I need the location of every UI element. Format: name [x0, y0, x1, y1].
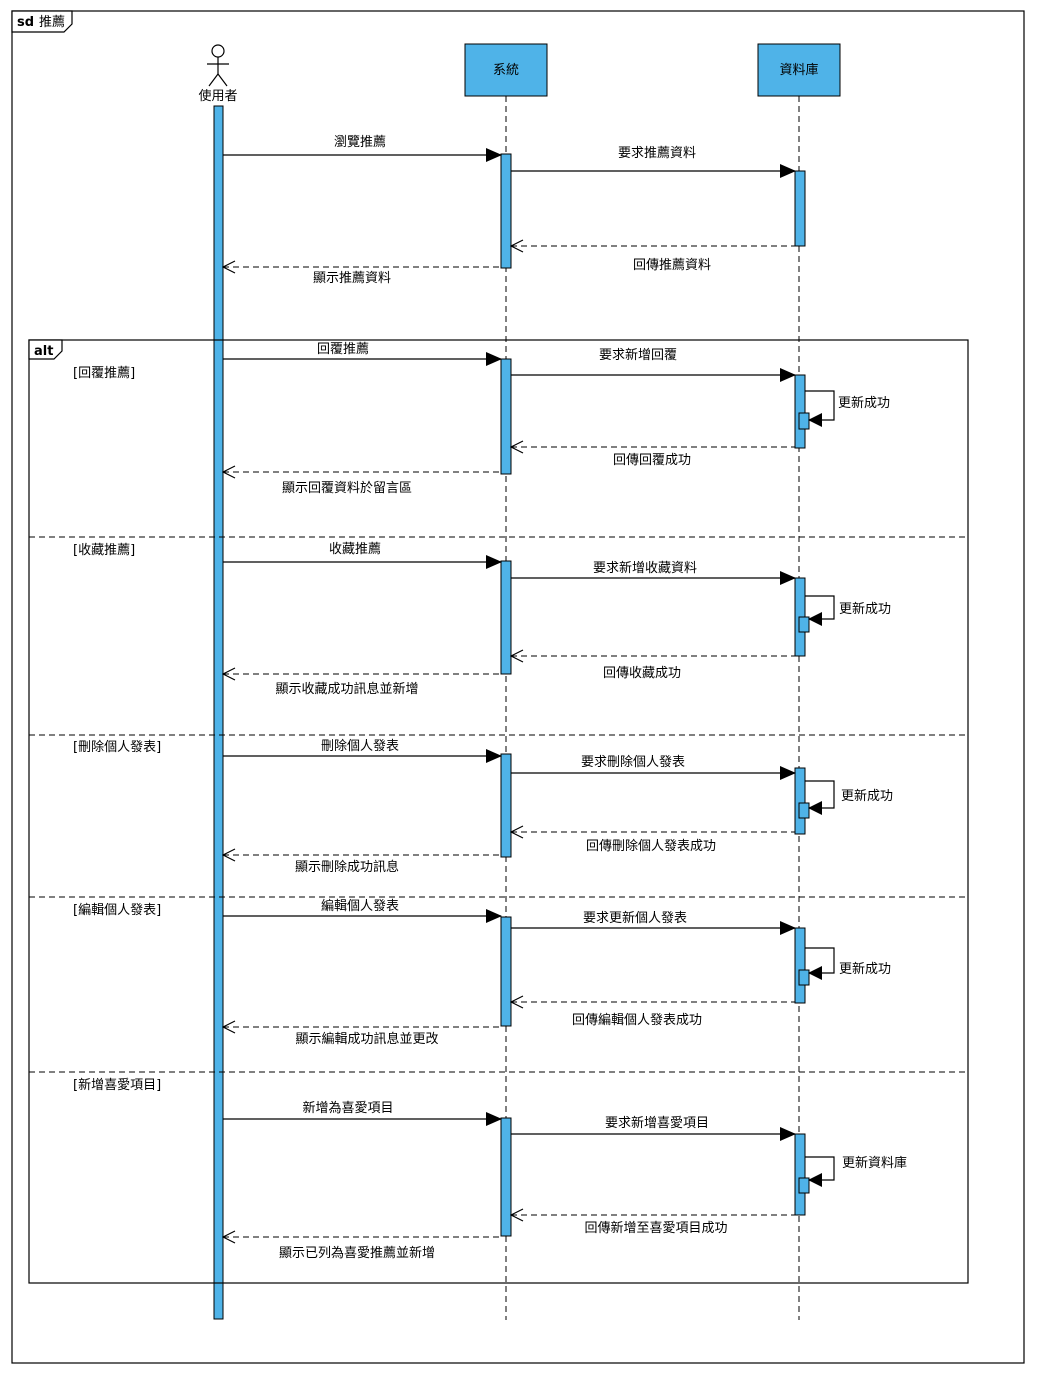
message-label: 收藏推薦: [329, 542, 381, 557]
guard-label: [刪除個人發表]: [73, 740, 161, 755]
message-label: 要求刪除個人發表: [581, 755, 685, 770]
self-message-label: 更新成功: [839, 961, 891, 977]
message-label: 要求新增回覆: [599, 347, 677, 363]
database-activation: [794, 767, 806, 835]
guard-label: [新增喜愛項目]: [73, 1077, 161, 1093]
system-activation: [500, 1117, 512, 1237]
return-label: 回傳編輯個人發表成功: [572, 1012, 702, 1028]
database-self-activation: [798, 802, 810, 819]
actor-icon: [207, 44, 229, 87]
sd-frame-tag: sd: [17, 15, 34, 30]
participant-database-box: [757, 43, 841, 97]
database-activation: [794, 927, 806, 1004]
actor-label: 使用者: [198, 88, 237, 104]
return-label: 顯示刪除成功訊息: [295, 859, 399, 875]
alt-section-delete: [刪除個人發表] 刪除個人發表 要求刪除個人發表 更新成功 回傳刪除個人發表成功…: [73, 739, 893, 875]
database-self-activation: [798, 412, 810, 430]
self-message-arrow: [805, 780, 835, 815]
alt-section-edit: [編輯個人發表] 編輯個人發表 要求更新個人發表 更新成功 回傳編輯個人發表成功…: [73, 898, 891, 1047]
message-label: 瀏覽推薦: [334, 135, 386, 150]
message-label: 要求新增收藏資料: [593, 560, 697, 576]
system-activation: [500, 358, 512, 475]
return-label: 回傳推薦資料: [633, 258, 711, 273]
message-label: 回覆推薦: [317, 342, 369, 357]
sd-frame-tab: [11, 10, 73, 33]
system-activation: [500, 153, 512, 269]
alt-frame: [28, 339, 969, 1284]
alt-frame-tag: alt: [34, 344, 53, 359]
system-activation: [500, 560, 512, 675]
system-activation: [500, 753, 512, 858]
guard-label: [編輯個人發表]: [73, 902, 161, 918]
database-self-activation: [798, 616, 810, 633]
database-self-activation: [798, 1177, 810, 1194]
message-label: 新增為喜愛項目: [302, 1100, 393, 1116]
participant-database-label: 資料庫: [779, 63, 818, 78]
database-activation: [794, 170, 806, 247]
self-message-label: 更新成功: [838, 395, 890, 411]
alt-section-favorite: [收藏推薦] 收藏推薦 要求新增收藏資料 更新成功 回傳收藏成功 顯示收藏成功訊…: [73, 542, 891, 697]
return-label: 顯示編輯成功訊息並更改: [295, 1031, 438, 1047]
return-label: 顯示回覆資料於留言區: [282, 480, 412, 496]
sd-frame: [11, 10, 1025, 1364]
actor-activation-bar: [213, 105, 224, 1320]
self-message-label: 更新成功: [839, 601, 891, 617]
self-message-arrow: [805, 390, 835, 427]
message-label: 要求推薦資料: [618, 146, 696, 161]
alt-section-add-favorite: [新增喜愛項目] 新增為喜愛項目 要求新增喜愛項目 更新資料庫 回傳新增至喜愛項…: [73, 1077, 907, 1261]
system-activation: [500, 916, 512, 1027]
database-activation: [794, 374, 806, 449]
guard-label: [收藏推薦]: [73, 543, 135, 558]
self-message-label: 更新資料庫: [842, 1155, 907, 1171]
database-activation: [794, 1133, 806, 1216]
self-message-arrow: [805, 595, 835, 626]
return-label: 顯示推薦資料: [313, 271, 391, 286]
return-label: 顯示已列為喜愛推薦並新增: [279, 1245, 435, 1261]
alt-frame-tab: [28, 339, 63, 360]
return-label: 回傳新增至喜愛項目成功: [584, 1220, 727, 1236]
return-label: 回傳刪除個人發表成功: [586, 839, 716, 854]
sd-frame-title: 推薦: [39, 15, 65, 30]
participant-system-label: 系統: [493, 63, 519, 78]
message-label: 要求更新個人發表: [583, 910, 687, 926]
message-label: 刪除個人發表: [321, 739, 399, 754]
return-label: 顯示收藏成功訊息並新增: [275, 681, 418, 697]
self-message-arrow: [805, 1156, 835, 1187]
guard-label: [回覆推薦]: [73, 366, 135, 381]
message-label: 要求新增喜愛項目: [605, 1115, 709, 1131]
return-label: 回傳收藏成功: [603, 666, 681, 681]
message-label: 編輯個人發表: [321, 898, 399, 914]
self-message-label: 更新成功: [841, 788, 893, 804]
return-label: 回傳回覆成功: [613, 453, 691, 468]
alt-section-reply: [回覆推薦] 回覆推薦 要求新增回覆 更新成功 回傳回覆成功 顯示回覆資料於留言…: [73, 342, 890, 496]
database-self-activation: [798, 969, 810, 986]
self-message-arrow: [805, 947, 835, 980]
